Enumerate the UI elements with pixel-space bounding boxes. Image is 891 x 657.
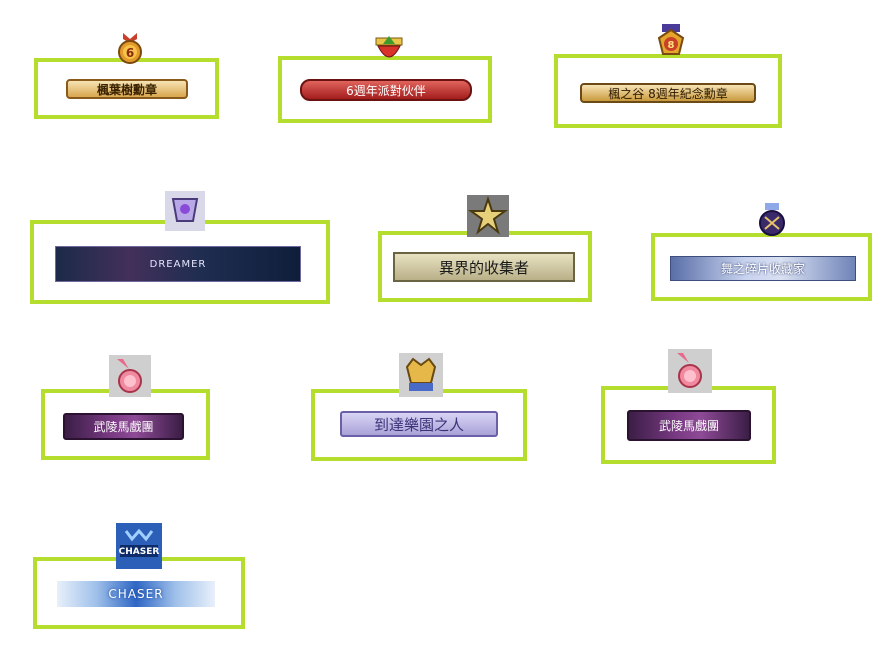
peach-medal-icon (668, 349, 712, 393)
medal-icon-number: 8 (668, 40, 675, 51)
medal-banner-5: 異界的收集者 (393, 252, 575, 282)
medal-banner-7: 武陵馬戲團 (63, 413, 184, 440)
medal-banner-4: DREAMER (55, 246, 301, 282)
medal-banner-9: 武陵馬戲團 (627, 410, 751, 441)
medal-banner-10: CHASER (57, 581, 215, 607)
medal-banner-6: 舞之碎片收藏家 (670, 256, 856, 281)
medal-title: DREAMER (149, 258, 207, 270)
strawberry-icon (370, 30, 408, 68)
medal-icon-8-anniversary: 8 (652, 22, 690, 60)
dreamer-medal-icon (165, 191, 205, 231)
medal-title: 到達樂園之人 (373, 415, 464, 434)
medal-title: 武陵馬戲團 (93, 420, 154, 434)
medal-title: 楓葉樹勳章 (96, 82, 157, 97)
chaser-icon-label: CHASER (119, 547, 160, 557)
peach-medal-icon (109, 355, 151, 397)
medal-icon-number: 6 (126, 46, 134, 60)
medal-title: 異界的收集者 (438, 258, 529, 277)
paradise-medal-icon (399, 353, 443, 397)
chaser-medal-icon: CHASER (116, 523, 162, 569)
medal-title: 6週年派對伙伴 (346, 83, 426, 98)
medal-banner-1: 楓葉樹勳章 (66, 79, 188, 99)
medal-title: 楓之谷 8週年紀念勳章 (608, 86, 728, 101)
medal-banner-8: 到達樂園之人 (340, 411, 498, 437)
medal-title: 武陵馬戲團 (658, 419, 719, 433)
medal-title: 舞之碎片收藏家 (720, 262, 805, 276)
medal-title: CHASER (108, 587, 164, 601)
collector-medal-icon (467, 195, 509, 237)
dance-shard-medal-icon (753, 201, 791, 239)
medal-banner-2: 6週年派對伙伴 (300, 79, 472, 101)
medal-icon-6-anniversary: 6 (111, 29, 149, 67)
medal-banner-3: 楓之谷 8週年紀念勳章 (580, 83, 756, 103)
